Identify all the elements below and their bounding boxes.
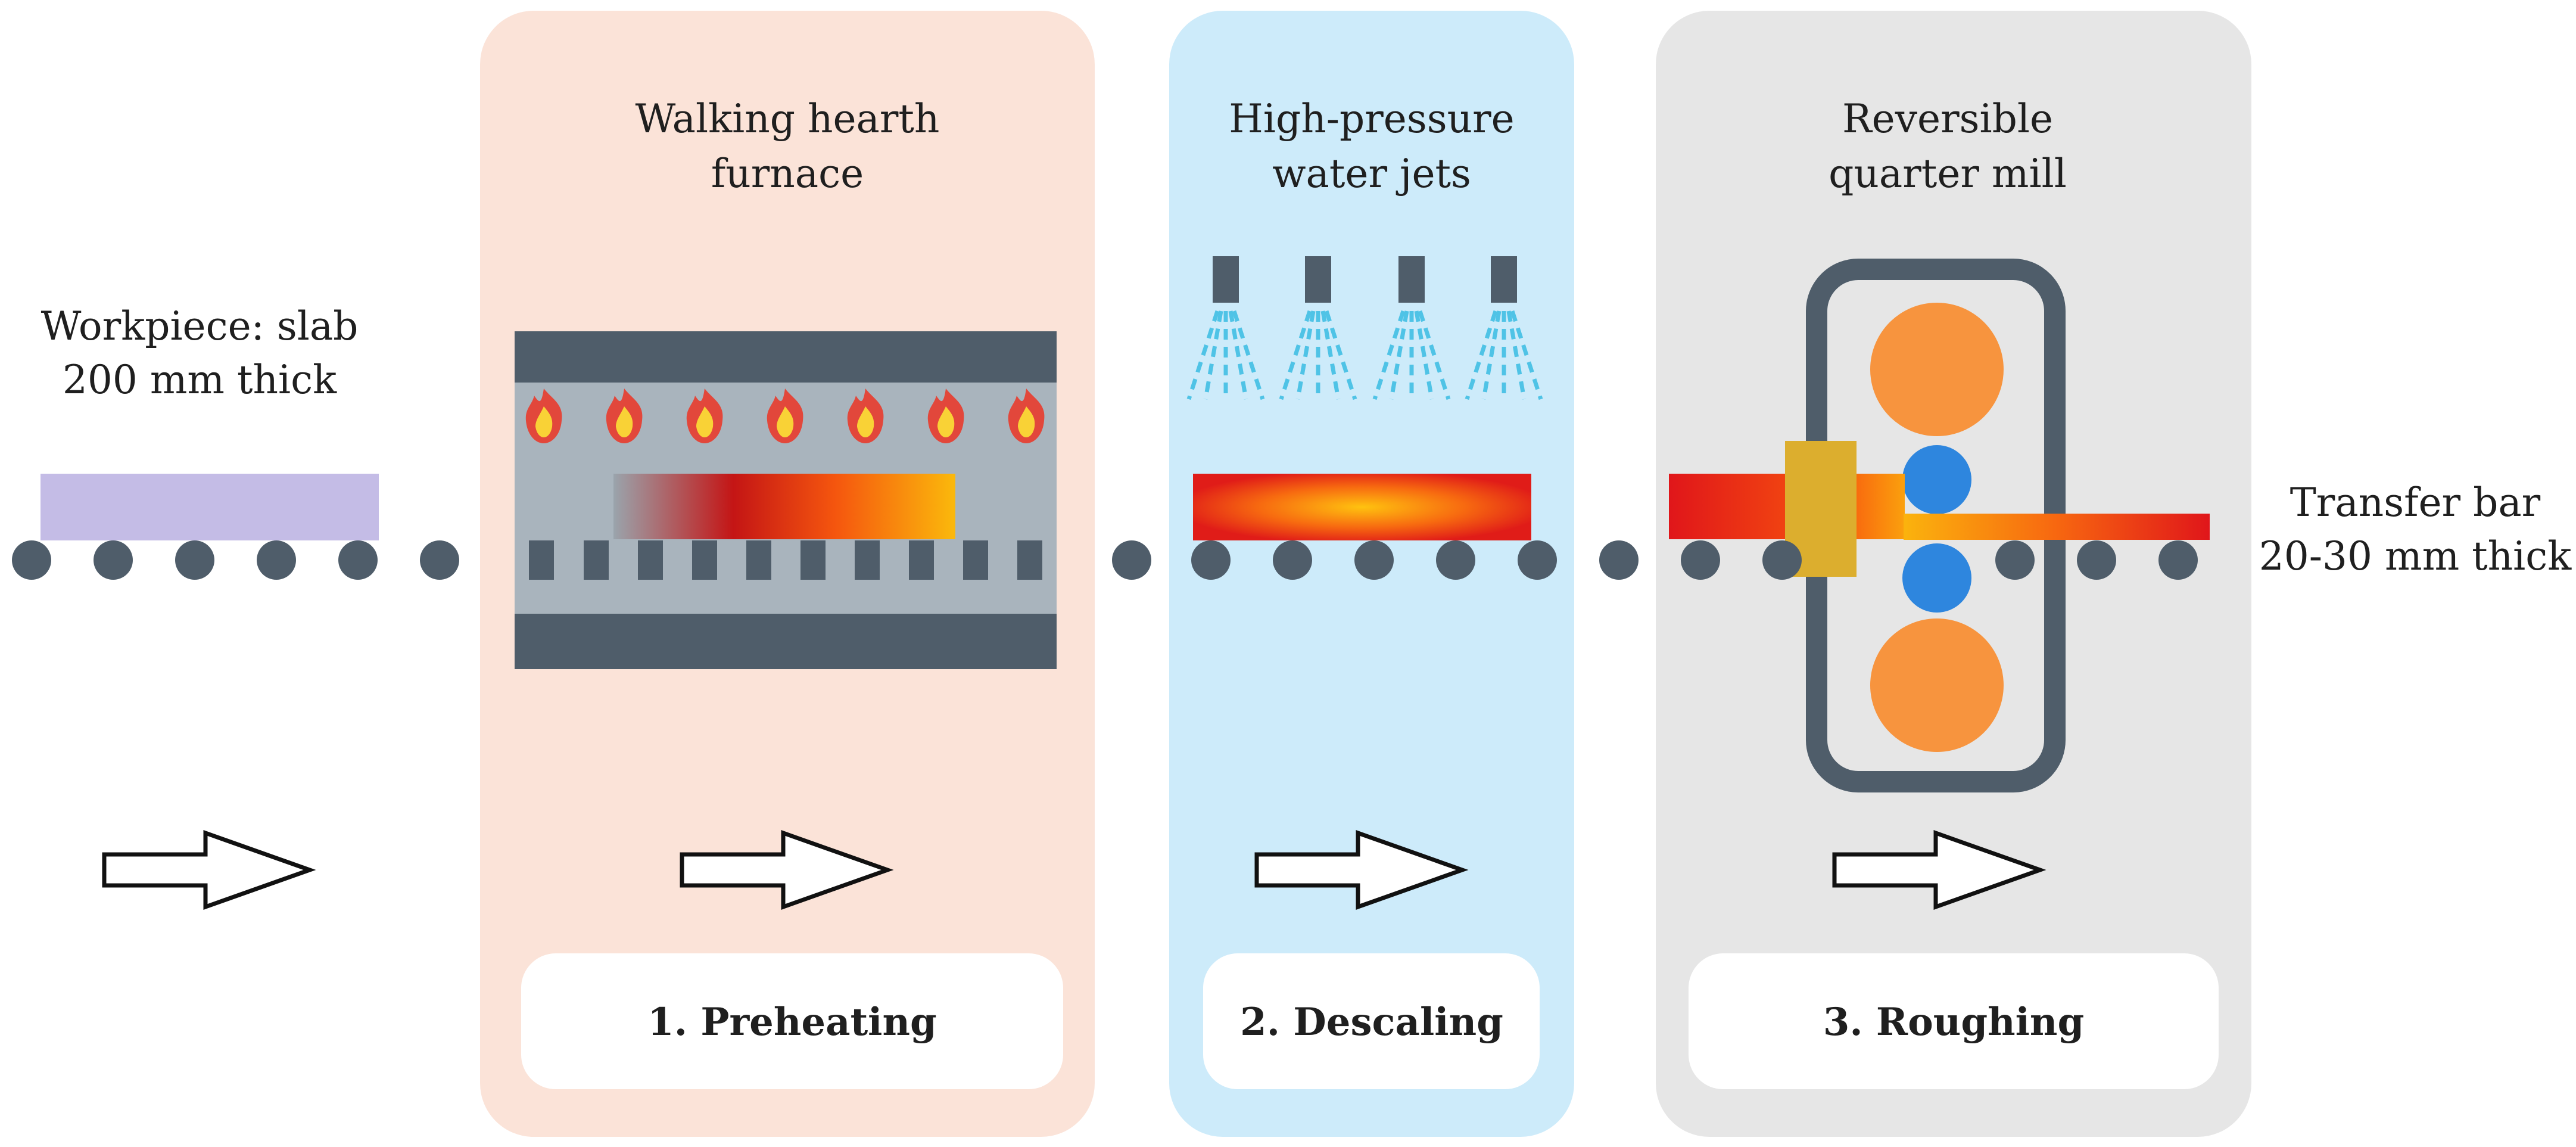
roller-icon bbox=[1681, 540, 1720, 580]
roller-icon bbox=[257, 540, 296, 580]
descaled-slab bbox=[1193, 474, 1531, 540]
roller-icon bbox=[1436, 540, 1475, 580]
step-box-descaling bbox=[1203, 953, 1540, 1089]
stage-title-roughing-line1: Reversible bbox=[1842, 96, 2053, 142]
furnace-floor bbox=[515, 614, 1057, 669]
roller-icon bbox=[1112, 540, 1151, 580]
step-box-preheating bbox=[521, 953, 1063, 1089]
roller-icon bbox=[1762, 540, 1802, 580]
stage-title-preheating-line2: furnace bbox=[711, 151, 864, 197]
roller-icon bbox=[94, 540, 133, 580]
flow-arrow-icon bbox=[104, 833, 310, 907]
roller-icon bbox=[2077, 540, 2116, 580]
roller-icon bbox=[1354, 540, 1394, 580]
cold-slab bbox=[41, 474, 379, 540]
upper-work-roll bbox=[1902, 445, 1971, 514]
upper-backup-roll bbox=[1870, 303, 2004, 436]
transfer-bar bbox=[1904, 514, 2210, 540]
step-label-descaling: 2. Descaling bbox=[1240, 1000, 1503, 1045]
step-label-roughing: 3. Roughing bbox=[1823, 1000, 2084, 1045]
stage-title-descaling-line1: High-pressure bbox=[1229, 96, 1514, 142]
lower-work-roll bbox=[1902, 543, 1971, 613]
stage-title-descaling-line2: water jets bbox=[1272, 151, 1471, 197]
roller-icon bbox=[1599, 540, 1639, 580]
stage-title-roughing-line2: quarter mill bbox=[1829, 151, 2067, 197]
furnace-hearth-beams bbox=[529, 540, 1042, 580]
roller-icon bbox=[2158, 540, 2198, 580]
roller-table bbox=[12, 540, 2198, 580]
transfer-bar-label-line2: 20-30 mm thick bbox=[2259, 533, 2572, 579]
walking-hearth-furnace bbox=[515, 331, 1057, 669]
workpiece-label-line2: 200 mm thick bbox=[63, 357, 337, 403]
stage-title-preheating-line1: Walking hearth bbox=[636, 96, 940, 142]
heating-slab bbox=[613, 474, 955, 539]
step-label-preheating: 1. Preheating bbox=[647, 1000, 937, 1045]
roller-icon bbox=[420, 540, 459, 580]
roller-icon bbox=[12, 540, 51, 580]
roller-icon bbox=[338, 540, 378, 580]
step-box-roughing bbox=[1689, 953, 2219, 1089]
lower-backup-roll bbox=[1870, 618, 2004, 752]
roller-icon bbox=[1518, 540, 1557, 580]
roller-icon bbox=[1191, 540, 1231, 580]
transfer-bar-label-line1: Transfer bar bbox=[2290, 480, 2541, 526]
roughing-mill bbox=[1669, 259, 2210, 792]
roller-icon bbox=[1273, 540, 1312, 580]
furnace-roof bbox=[515, 331, 1057, 383]
roller-icon bbox=[1995, 540, 2035, 580]
roller-icon bbox=[175, 540, 214, 580]
workpiece-label-line1: Workpiece: slab bbox=[41, 303, 359, 349]
